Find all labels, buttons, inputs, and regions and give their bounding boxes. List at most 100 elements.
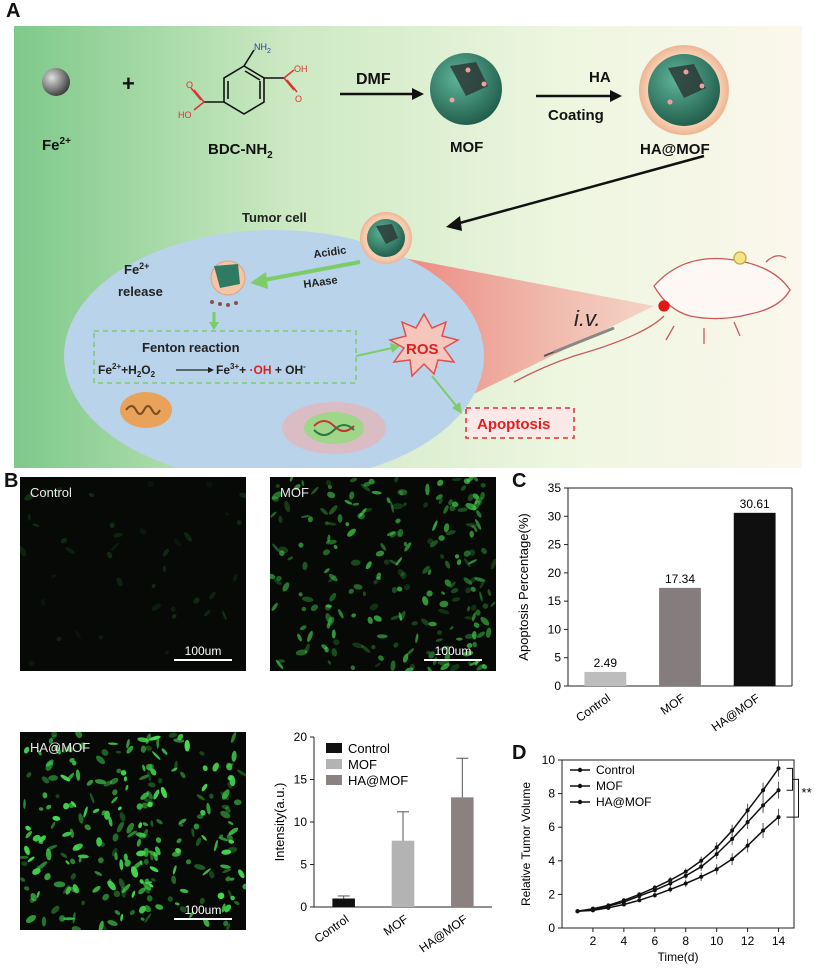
cell-fluorescence xyxy=(375,576,381,581)
y-tick-label: 20 xyxy=(548,566,562,580)
ros-arrow xyxy=(355,347,393,357)
cell-fluorescence xyxy=(451,477,462,482)
cell-fluorescence xyxy=(136,850,146,857)
cell-fluorescence xyxy=(230,895,235,901)
y-tick-label: 6 xyxy=(548,820,555,834)
cell-fluorescence xyxy=(469,660,481,666)
cell-fluorescence xyxy=(475,609,481,616)
significance-label: ** xyxy=(802,785,812,800)
cell-fluorescence xyxy=(411,621,418,626)
apoptosis-arrow xyxy=(431,375,459,409)
cell-fluorescence xyxy=(135,832,146,837)
cell-fluorescence xyxy=(123,776,128,782)
cell-fluorescence xyxy=(86,779,94,786)
injection-arrow xyxy=(455,154,705,226)
cells-ha-mof xyxy=(20,732,246,930)
cell-fluorescence xyxy=(121,883,131,893)
cell-fluorescence xyxy=(44,873,51,881)
cell-fluorescence xyxy=(138,833,147,839)
cell-fluorescence xyxy=(62,831,72,837)
cell-fluorescence xyxy=(189,911,194,918)
cell-fluorescence xyxy=(295,649,308,656)
cell-fluorescence xyxy=(151,583,156,589)
cell-fluorescence xyxy=(185,859,192,865)
cell-fluorescence xyxy=(228,839,235,844)
cell-fluorescence xyxy=(456,559,462,566)
cell-fluorescence xyxy=(177,733,184,741)
cell-fluorescence xyxy=(444,560,451,569)
bar-mof xyxy=(659,587,701,686)
series-line-mof xyxy=(577,789,780,912)
cell-fluorescence xyxy=(196,814,204,819)
cell-fluorescence xyxy=(78,856,82,863)
cell-fluorescence xyxy=(140,917,145,921)
cell-fluorescence xyxy=(450,663,460,671)
cell-fluorescence xyxy=(398,612,402,621)
cell-fluorescence xyxy=(168,732,178,738)
x-tick-label: Control xyxy=(573,691,613,725)
fenton-equation: Fe2++H2O2 xyxy=(98,362,156,379)
iv-label: i.v. xyxy=(574,306,600,331)
cell-fluorescence xyxy=(476,631,486,638)
y-axis-label: Intensity(a.u.) xyxy=(272,783,287,862)
cell-fluorescence xyxy=(363,481,371,487)
cell-fluorescence xyxy=(448,499,453,506)
cell-fluorescence xyxy=(150,820,154,827)
cell-fluorescence xyxy=(348,588,354,594)
panel-label-c: C xyxy=(512,470,527,492)
micrograph-control: Control 100um xyxy=(20,477,246,671)
bdc-nh2-structure xyxy=(190,49,298,115)
cell-fluorescence xyxy=(438,535,445,541)
cell-fluorescence xyxy=(404,542,412,552)
cell-fluorescence xyxy=(70,858,76,865)
data-label: 2.49 xyxy=(594,656,618,670)
cell-fluorescence xyxy=(277,659,285,663)
panel-label-d: D xyxy=(512,742,527,764)
cell-fluorescence xyxy=(325,613,333,624)
cell-fluorescence xyxy=(41,916,47,927)
cell-fluorescence xyxy=(175,848,182,854)
cell-fluorescence xyxy=(173,538,182,547)
ros-burst xyxy=(388,312,460,378)
cell-fluorescence xyxy=(23,799,26,809)
cell-fluorescence xyxy=(299,625,307,631)
cell-fluorescence xyxy=(435,638,443,642)
cell-fluorescence xyxy=(124,859,131,867)
bdc-label: BDC-NH2 xyxy=(208,141,273,161)
fe-ion-sphere xyxy=(42,68,70,96)
cell-fluorescence xyxy=(470,586,476,592)
cell-fluorescence xyxy=(119,859,124,871)
ros-label: ROS xyxy=(406,341,439,358)
cell-fluorescence xyxy=(333,639,340,646)
y-axis-label: Apoptosis Percentage(%) xyxy=(516,513,531,660)
data-point xyxy=(606,905,611,910)
data-point xyxy=(745,820,750,825)
cell-fluorescence xyxy=(371,645,376,650)
release-arrowhead xyxy=(250,272,268,289)
cell-fluorescence xyxy=(320,507,328,515)
cell-fluorescence xyxy=(199,751,205,756)
legend-label: Control xyxy=(348,741,390,756)
cell-fluorescence xyxy=(111,847,118,857)
cell-fluorescence xyxy=(156,736,159,749)
cell-fluorescence xyxy=(465,502,477,511)
cell-fluorescence xyxy=(397,528,404,537)
mof-label: MOF xyxy=(450,139,483,156)
significance-bracket-2 xyxy=(786,778,800,818)
cell-fluorescence xyxy=(403,502,407,507)
cell-fluorescence xyxy=(51,905,60,914)
cell-fluorescence xyxy=(50,821,56,829)
cell-fluorescence xyxy=(432,520,438,532)
cell-fluorescence xyxy=(373,615,382,622)
apoptosis-box xyxy=(465,407,575,439)
cell-fluorescence xyxy=(160,786,167,799)
x-tick-label: 4 xyxy=(621,934,628,948)
x-tick-label: 12 xyxy=(741,934,755,948)
cell-fluorescence xyxy=(396,586,403,592)
cell-fluorescence xyxy=(432,656,438,666)
cell-fluorescence xyxy=(444,579,452,587)
cell-fluorescence xyxy=(205,481,213,488)
cell-fluorescence xyxy=(78,813,84,824)
data-point xyxy=(652,888,657,893)
